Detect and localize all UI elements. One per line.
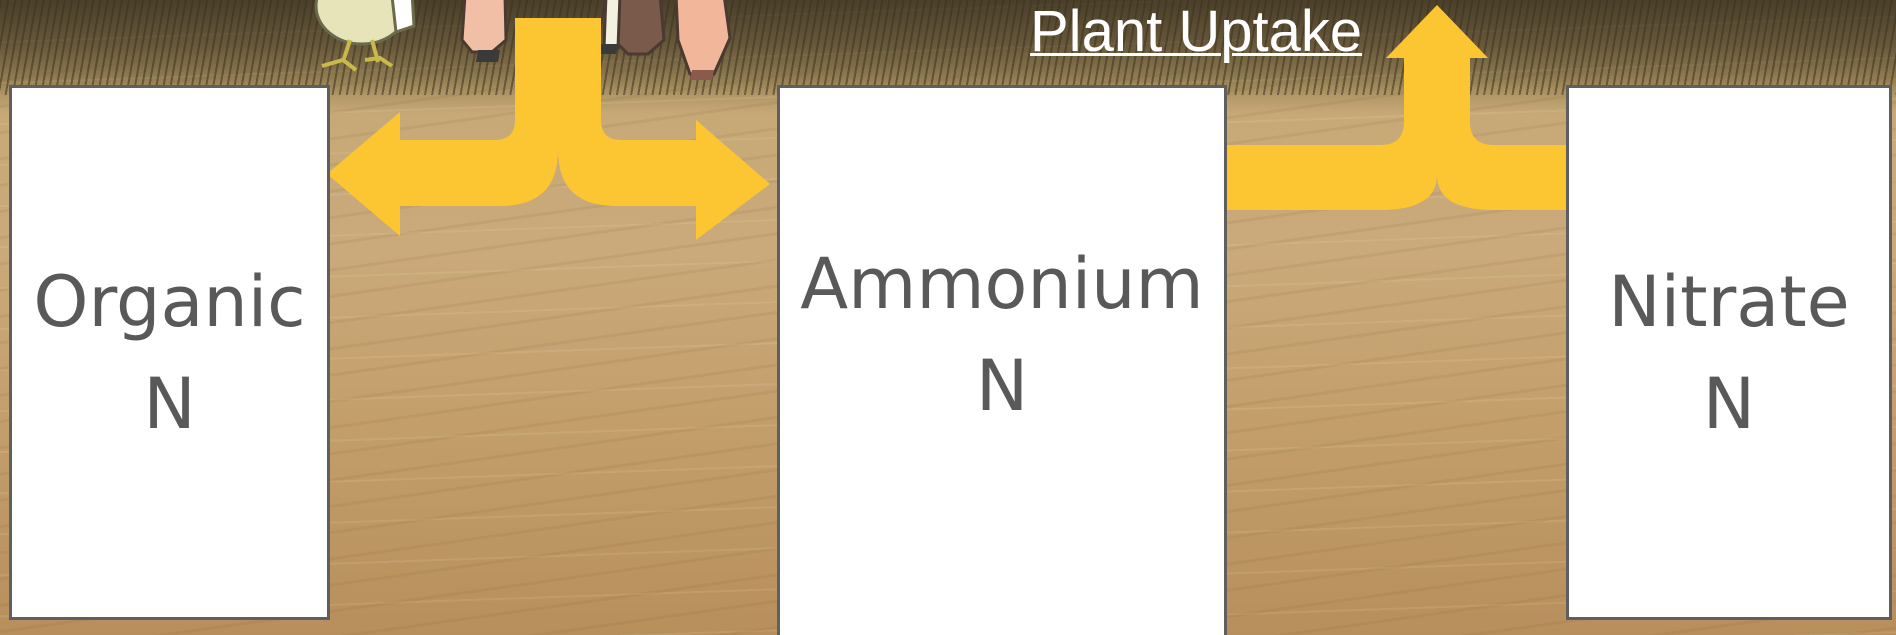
plant-uptake-arrow-icon [1386,5,1488,58]
nitrate-n-label: Nitrate N [1608,251,1849,455]
junction-curve [395,120,700,206]
ammonium-n-box: Ammonium N [777,85,1227,635]
nitrate-n-box: Nitrate N [1566,85,1892,620]
arrow-to-organic-icon [327,112,400,236]
organic-n-label: Organic N [33,251,305,455]
mineralization-immobilization-arrows [327,18,770,240]
ammonium-n-label: Ammonium N [800,233,1203,437]
organic-n-box: Organic N [9,85,330,620]
nitrification-bar [1194,55,1622,210]
plant-uptake-label: Plant Uptake [1030,0,1362,64]
arrow-to-ammonium-icon [696,120,770,240]
